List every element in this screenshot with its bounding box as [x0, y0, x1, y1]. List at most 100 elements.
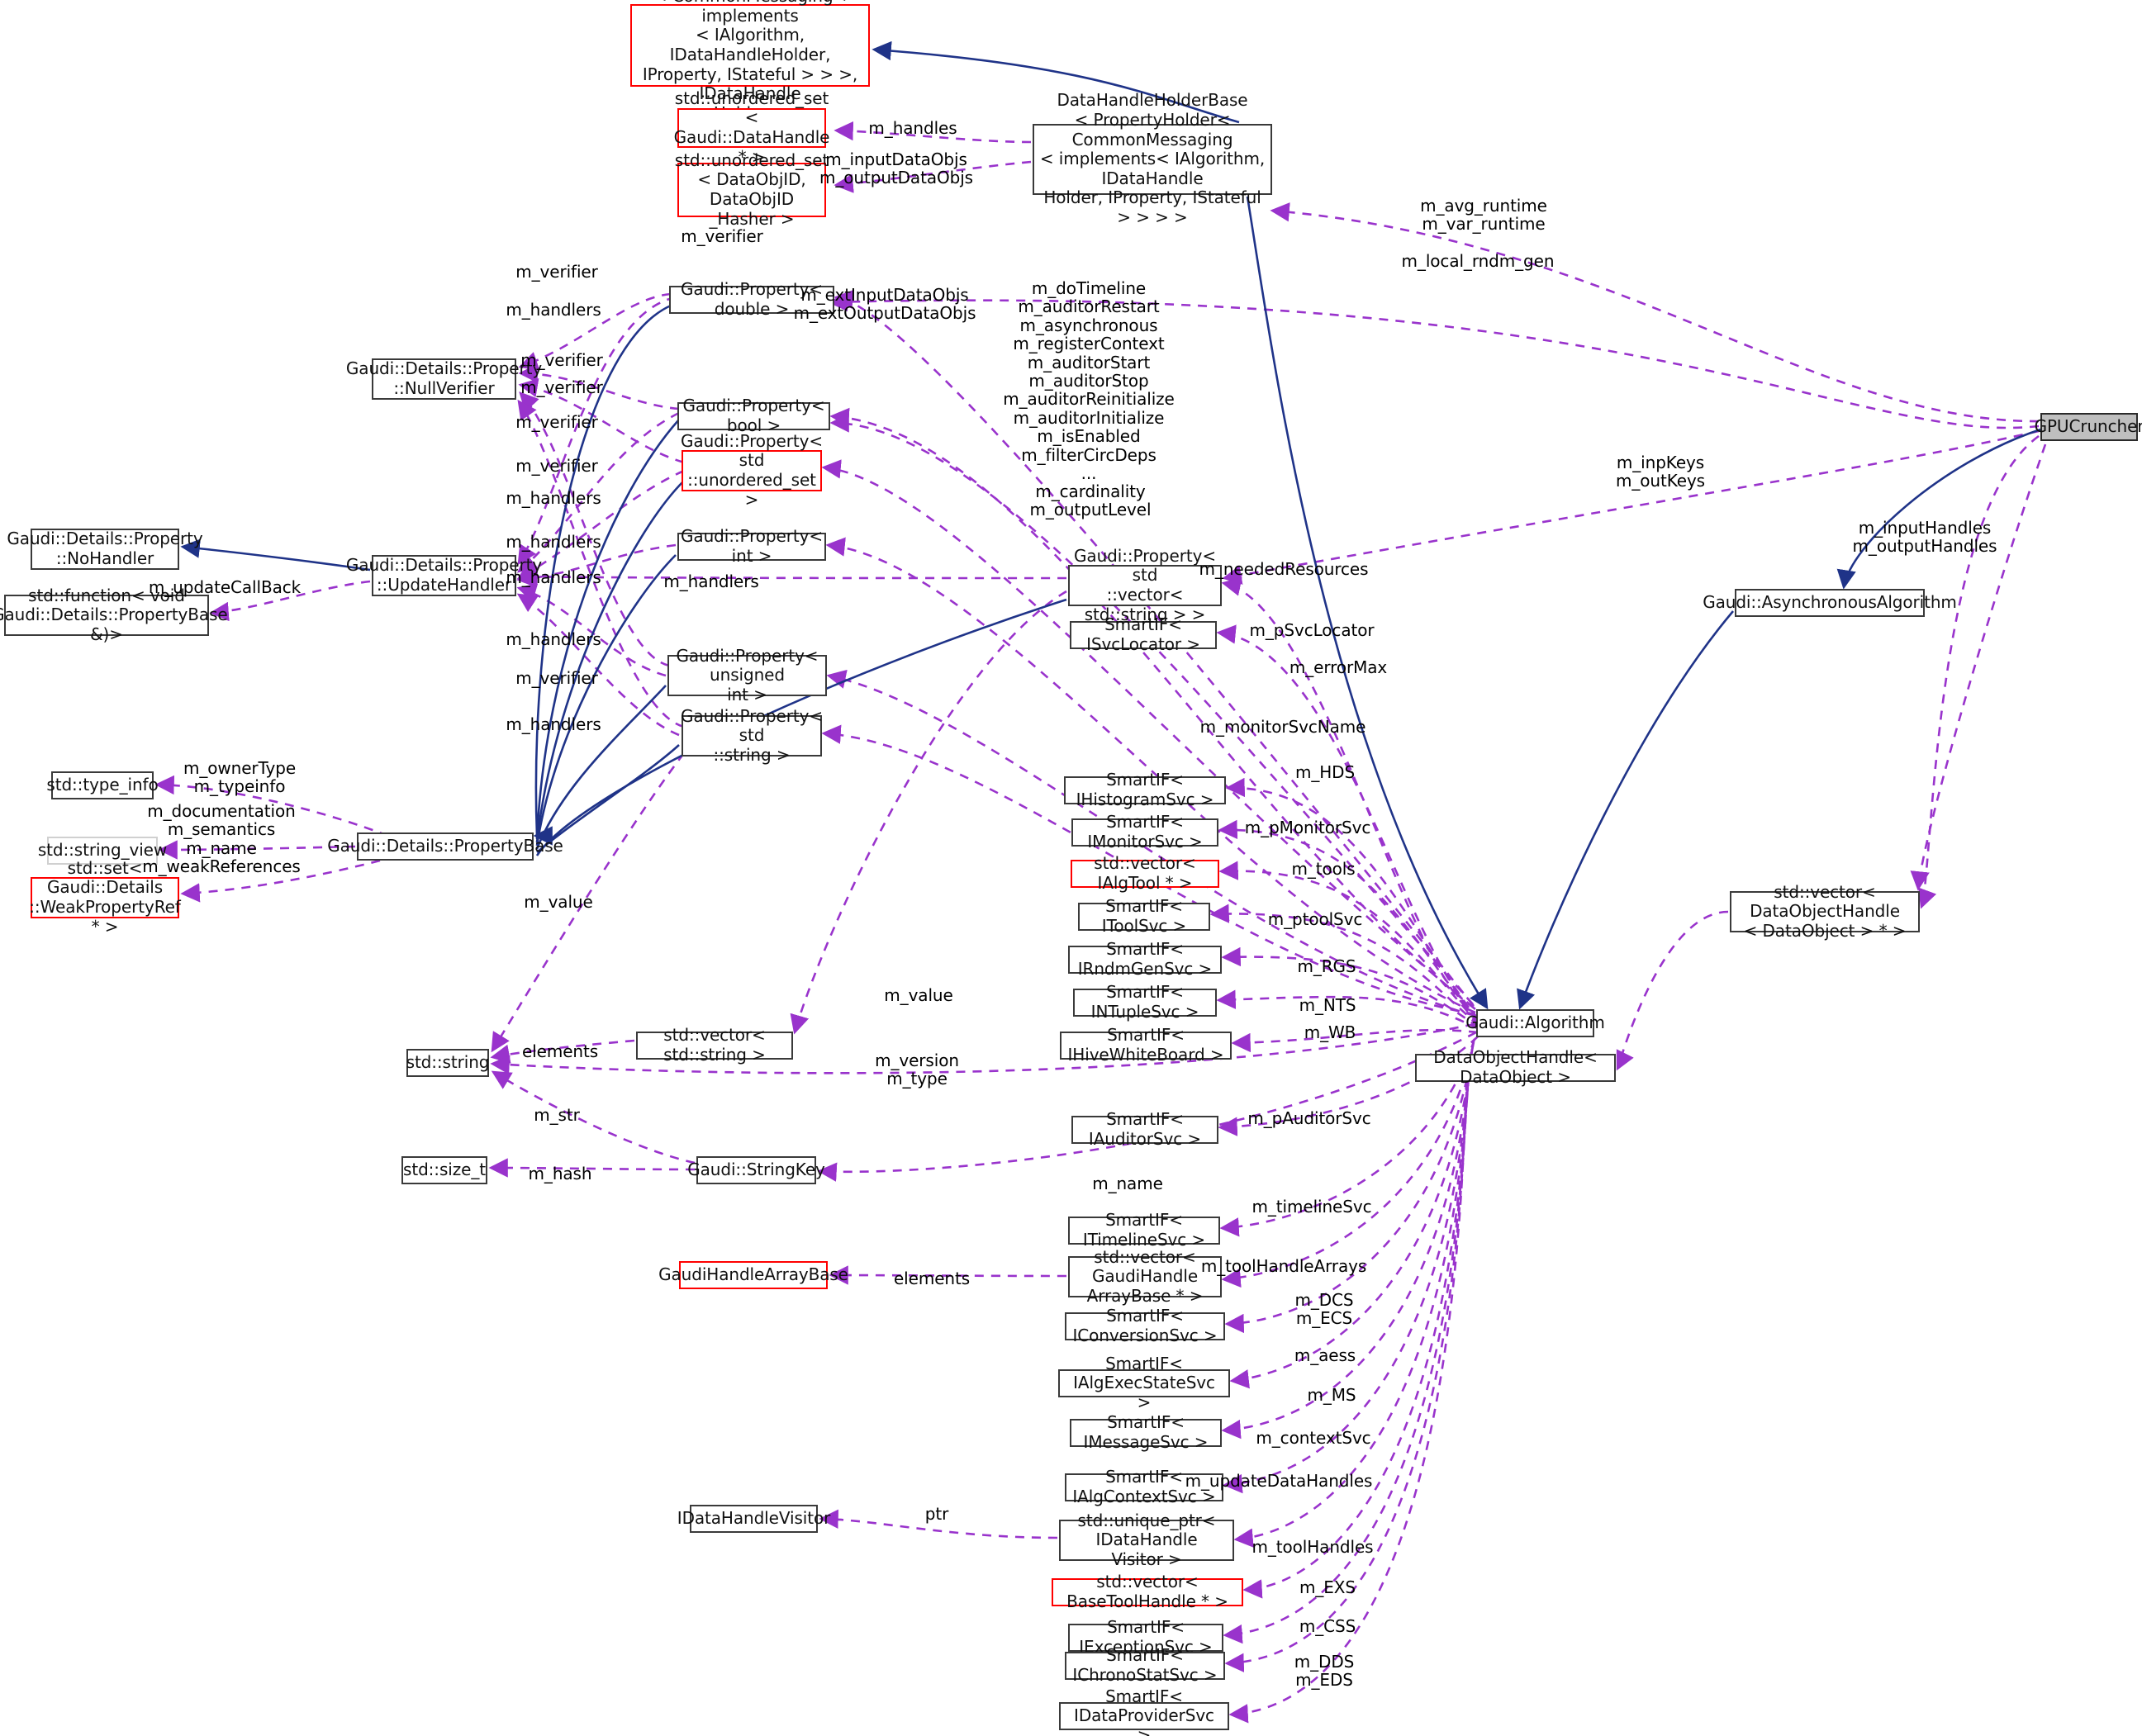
node-smartif-iauditorsvc[interactable]: SmartIF< IAuditorSvc >: [1071, 1110, 1218, 1149]
edge-label-m-handlers-6: m_handlers: [506, 714, 601, 734]
node-vector-gaudihandlearraybase[interactable]: std::vector< GaudiHandle ArrayBase * >: [1068, 1247, 1222, 1306]
node-smartif-itoolsvc[interactable]: SmartIF< IToolSvc >: [1078, 897, 1210, 936]
edge-label-m-toolhandlearrays: m_toolHandleArrays: [1200, 1256, 1367, 1276]
edge-label-algorithm-bool-props: m_doTimeline m_auditorRestart m_asynchro…: [1003, 278, 1175, 483]
node-gpucruncher[interactable]: GPUCruncher: [2035, 413, 2142, 441]
node-smartif-ichronostatsvc[interactable]: SmartIF< IChronoStatSvc >: [1065, 1646, 1225, 1685]
edge-label-m-handlers-5: m_handlers: [506, 629, 601, 649]
node-vector-ialgtool[interactable]: std::vector< IAlgTool * >: [1071, 854, 1219, 893]
node-property-int[interactable]: Gaudi::Property< int >: [677, 527, 826, 566]
edge-label-m-psvclocator: m_pSvcLocator: [1249, 620, 1375, 640]
node-nohandler[interactable]: Gaudi::Details::Property ::NoHandler: [7, 529, 203, 570]
edge-label-m-pmonitorsvc: m_pMonitorSvc: [1244, 818, 1371, 837]
node-vector-std-string[interactable]: std::vector< std::string >: [636, 1026, 793, 1065]
edge-label-m-documentation: m_documentation m_semantics m_name m_wea…: [142, 801, 301, 877]
edge-label-m-input-output-handles: m_inputHandles m_outputHandles: [1852, 518, 1997, 557]
edge-label-m-input-output-dataobjs: m_inputDataObjs m_outputDataObjs: [819, 149, 974, 188]
node-updatehandler[interactable]: Gaudi::Details::Property ::UpdateHandler: [345, 555, 543, 596]
edge-label-m-errormax: m_errorMax: [1289, 657, 1388, 677]
edge-label-m-timelinesvc: m_timelineSvc: [1251, 1197, 1372, 1217]
edge-label-m-verifier-4: m_verifier: [515, 412, 598, 432]
edge-label-m-handlers-1: m_handlers: [506, 300, 601, 320]
edge-label-elements-2: elements: [893, 1269, 971, 1288]
edge-label-m-verifier-6: m_verifier: [515, 668, 598, 688]
node-smartif-irndmgensvc[interactable]: SmartIF< IRndmGenSvc >: [1068, 940, 1222, 979]
edge-label-m-needed-resources: m_neededResources: [1199, 559, 1369, 579]
node-smartif-intuplesvc[interactable]: SmartIF< INTupleSvc >: [1073, 983, 1217, 1022]
edge-label-m-toolhandles: m_toolHandles: [1251, 1537, 1374, 1557]
edge-label-m-aess: m_aess: [1294, 1345, 1356, 1365]
node-smartif-ialgexecstatesvc[interactable]: SmartIF< IAlgExecStateSvc >: [1058, 1354, 1230, 1412]
edge-label-m-nts: m_NTS: [1299, 995, 1356, 1015]
node-property-std-string[interactable]: Gaudi::Property< std ::string >: [681, 705, 823, 765]
edge-label-m-pauditorsvc: m_pAuditorSvc: [1247, 1108, 1371, 1128]
node-smartif-imessagesvc[interactable]: SmartIF< IMessageSvc >: [1070, 1413, 1222, 1452]
node-property-unsigned-int[interactable]: Gaudi::Property< unsigned int >: [667, 646, 827, 704]
node-datahandleholderbase[interactable]: DataHandleHolderBase < PropertyHolder< C…: [1033, 91, 1272, 227]
node-extends-propertyholder[interactable]: extends< PropertyHolder < CommonMessagin…: [630, 0, 870, 123]
edge-label-m-ms: m_MS: [1307, 1385, 1356, 1405]
edge-label-m-avg-var-runtime: m_avg_runtime m_var_runtime: [1420, 196, 1547, 235]
edge-label-m-handlers-4: m_handlers: [506, 567, 601, 587]
node-gaudi-algorithm[interactable]: Gaudi::Algorithm: [1465, 1009, 1605, 1037]
edge-label-m-verifier-3: m_verifier: [520, 377, 603, 397]
node-smartif-ialgcontextsvc[interactable]: SmartIF< IAlgContextSvc >: [1065, 1468, 1223, 1506]
node-uniqueptr-idatahandlevisitor[interactable]: std::unique_ptr< IDataHandle Visitor >: [1059, 1511, 1234, 1569]
node-idatahandlevisitor[interactable]: IDataHandleVisitor: [677, 1505, 830, 1533]
node-std-string[interactable]: std::string: [406, 1049, 489, 1077]
edge-label-m-cardinality: m_cardinality m_outputLevel: [1029, 481, 1152, 520]
edge-label-m-handles: m_handles: [868, 118, 957, 138]
edge-label-m-updatedatahandles: m_updateDataHandles: [1185, 1471, 1373, 1491]
node-smartif-iconversionsvc[interactable]: SmartIF< IConversionSvc >: [1065, 1307, 1225, 1345]
edge-label-m-local-rndm-gen: m_local_rndm_gen: [1401, 251, 1555, 271]
edge-label-m-version-type: m_version m_type: [875, 1051, 959, 1089]
edge-label-m-tools: m_tools: [1291, 859, 1356, 879]
node-property-unordered-set[interactable]: Gaudi::Property< std ::unordered_set >: [681, 430, 823, 510]
edge-label-m-monitorsvcname: m_monitorSvcName: [1199, 717, 1366, 737]
node-smartif-ihivewhiteboard[interactable]: SmartIF< IHiveWhiteBoard >: [1060, 1026, 1232, 1065]
node-unordered-set-dataobjid[interactable]: std::unordered_set < DataObjID, DataObjI…: [674, 149, 829, 229]
node-smartif-ihistogramsvc[interactable]: SmartIF< IHistogramSvc >: [1064, 771, 1226, 809]
node-std-function-void[interactable]: std::function< void (Gaudi::Details::Pro…: [0, 585, 228, 644]
edge-label-m-css: m_CSS: [1299, 1616, 1356, 1636]
edge-label-m-ext-data-objs: m_extInputDataObjs m_extOutputDataObjs: [793, 285, 976, 324]
edge-label-m-ownertype: m_ownerType m_typeinfo: [183, 758, 297, 797]
node-set-weakpropertyref[interactable]: std::set< Gaudi::Details ::WeakPropertyR…: [29, 857, 181, 937]
edge-label-m-ptoolsvc: m_ptoolSvc: [1267, 909, 1363, 929]
edge-label-m-rgs: m_RGS: [1297, 956, 1356, 976]
node-vector-basetoolhandle[interactable]: std::vector< BaseToolHandle * >: [1052, 1572, 1243, 1611]
edge-label-m-update-callback: m_updateCallBack: [148, 577, 302, 597]
node-smartif-idataprovidersvc[interactable]: SmartIF< IDataProviderSvc >: [1059, 1686, 1229, 1736]
edge-label-m-hds: m_HDS: [1294, 762, 1356, 782]
node-smartif-itimelinesvc[interactable]: SmartIF< ITimelineSvc >: [1068, 1211, 1220, 1250]
node-vector-dataobjecthandle-ptr[interactable]: std::vector< DataObjectHandle < DataObje…: [1730, 882, 1920, 941]
edge-label-ptr: ptr: [924, 1504, 949, 1524]
node-gaudihandlearraybase[interactable]: GaudiHandleArrayBase: [658, 1261, 848, 1289]
node-property-double[interactable]: Gaudi::Property< double >: [669, 280, 834, 319]
edge-label-m-handlers-mid: m_handlers: [663, 572, 759, 591]
node-smartif-isvclocator[interactable]: SmartIF< ISvcLocator >: [1070, 615, 1217, 654]
edge-label-m-exs: m_EXS: [1299, 1577, 1356, 1597]
node-std-string-view[interactable]: std::string_view: [38, 837, 167, 865]
node-propertybase[interactable]: Gaudi::Details::PropertyBase: [327, 832, 563, 861]
node-gaudi-asynchronousalgorithm[interactable]: Gaudi::AsynchronousAlgorithm: [1703, 589, 1957, 617]
edge-label-m-hash: m_hash: [528, 1164, 592, 1183]
node-std-size-t[interactable]: std::size_t: [401, 1156, 487, 1184]
edge-label-m-verifier-5: m_verifier: [515, 456, 598, 476]
node-dataobjecthandle-dataobject[interactable]: DataObjectHandle< DataObject >: [1415, 1048, 1616, 1087]
node-nullverifier[interactable]: Gaudi::Details::Property ::NullVerifier: [345, 358, 543, 400]
edge-label-m-str: m_str: [534, 1105, 580, 1125]
node-property-bool[interactable]: Gaudi::Property< bool >: [677, 396, 830, 435]
edge-label-m-dcs-ecs: m_DCS m_ECS: [1294, 1290, 1354, 1329]
edge-label-m-contextsvc: m_contextSvc: [1256, 1428, 1371, 1448]
edge-label-m-value-1: m_value: [524, 892, 593, 912]
node-smartif-iexceptionsvc[interactable]: SmartIF< IExceptionSvc >: [1068, 1618, 1223, 1657]
edge-label-m-inp-out-keys: m_inpKeys m_outKeys: [1615, 453, 1706, 491]
edge-label-m-handlers-2: m_handlers: [506, 488, 601, 508]
node-std-type-info[interactable]: std::type_info: [46, 771, 159, 799]
node-unordered-set-datahandle[interactable]: std::unordered_set < Gaudi::DataHandle *…: [673, 88, 830, 167]
node-smartif-imonitorsvc[interactable]: SmartIF< IMonitorSvc >: [1071, 813, 1218, 851]
node-gaudi-stringkey[interactable]: Gaudi::StringKey: [687, 1156, 825, 1184]
edge-label-m-dds-eds: m_DDS m_EDS: [1294, 1652, 1355, 1691]
